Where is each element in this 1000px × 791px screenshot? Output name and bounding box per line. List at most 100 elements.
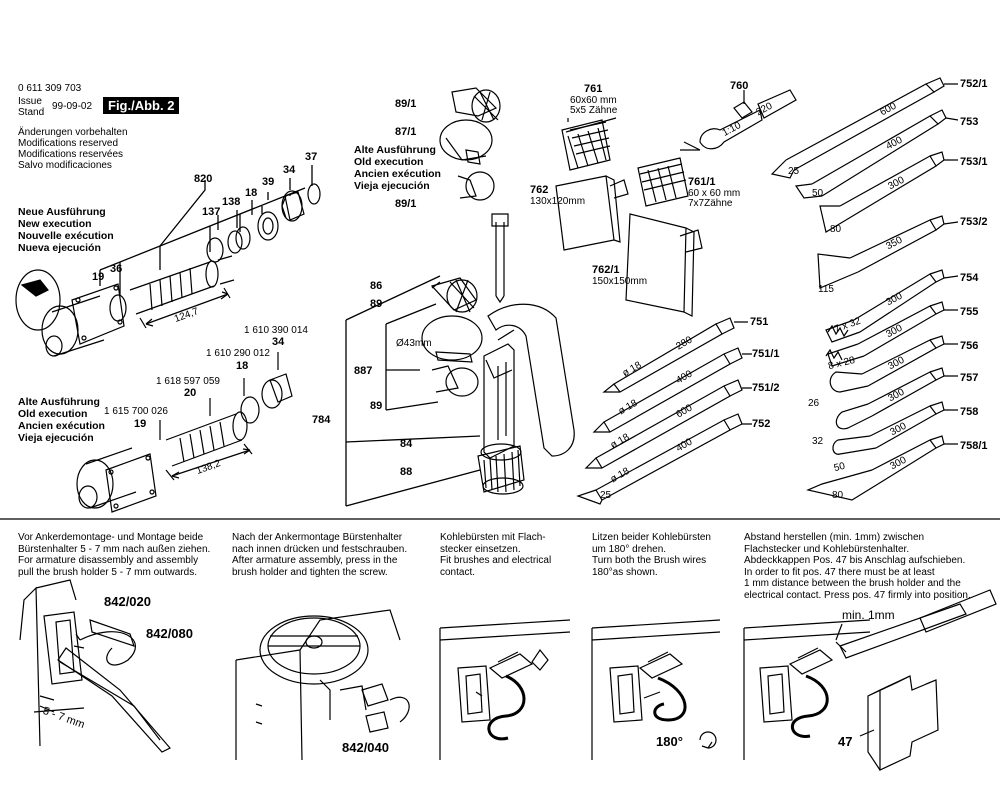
instruction-line: Nach der Ankermontage Bürstenhalter (232, 532, 403, 543)
instruction-line: In order to fit pos. 47 there must be at… (744, 566, 935, 578)
issue-label: Issue (18, 96, 42, 107)
figure-label: Fig./Abb. 2 (103, 97, 180, 114)
part-number-1-618-597-059: 1 618 597 059 (156, 376, 220, 387)
dimension-752-width: 25 (600, 490, 612, 501)
leader-lines-new (99, 165, 313, 296)
label-18-old: 18 (236, 360, 249, 372)
dimension-753-1-width: 80 (830, 224, 842, 235)
label-min-1mm: min. 1mm (842, 608, 895, 622)
instruction-line: Fit brushes and electrical (440, 555, 552, 566)
instruction-line: 180°as shown. (592, 566, 658, 578)
old-execution-line: Vieja ejecución (354, 180, 430, 192)
label-34-old: 34 (272, 336, 285, 348)
label-84: 84 (400, 438, 413, 450)
ramming-tools (555, 89, 797, 317)
label-751: 751 (750, 316, 769, 328)
label-89-upper: 89 (370, 298, 383, 310)
old-execution-line: Ancien exécution (18, 420, 105, 432)
label-761-1: 761/1 (688, 176, 716, 188)
dimension-43mm: Ø43mm (396, 338, 432, 349)
label-36: 36 (110, 263, 123, 275)
instruction-line: contact. (440, 566, 476, 578)
leader-bracket-784 (345, 275, 481, 507)
label-757: 757 (960, 372, 979, 384)
dimension-761-1-teeth: 7x7Zähne (688, 198, 733, 209)
label-34-new: 34 (283, 164, 296, 176)
label-756: 756 (960, 340, 979, 352)
instruction-line: Litzen beider Kohlebürsten (592, 532, 711, 543)
instruction-line: Turn both the Brush wires (592, 555, 707, 566)
modification-line: Änderungen vorbehalten (18, 127, 128, 138)
modification-line: Modifications reserved (18, 138, 119, 149)
old-execution-line: Alte Ausführung (18, 396, 100, 408)
new-execution-block: Neue Ausführung New execution Nouvelle e… (18, 206, 114, 254)
label-47: 47 (838, 734, 853, 749)
label-752: 752 (752, 418, 771, 430)
part-number-1-610-290-012: 1 610 290 012 (206, 348, 270, 359)
instruction-line: nach innen drücken und festschrauben. (232, 543, 408, 555)
instruction-line: pull the brush holder 5 - 7 mm outwards. (18, 566, 197, 578)
label-39: 39 (262, 176, 275, 188)
instruction-step-4: Litzen beider Kohlebürsten um 180° drehe… (592, 532, 742, 578)
part-number-1-610-390-014: 1 610 390 014 (244, 325, 308, 336)
new-execution-line: New execution (18, 218, 92, 230)
old-execution-block-left: Alte Ausführung Old execution Ancien exé… (18, 396, 105, 444)
label-760: 760 (730, 80, 749, 92)
label-753-2: 753/2 (960, 216, 988, 228)
instruction-line: For armature disassembly and assembly (18, 555, 199, 566)
dimension-756-width: 26 (808, 398, 820, 409)
modifications-notice: Änderungen vorbehalten Modifications res… (18, 127, 128, 171)
new-execution-line: Neue Ausführung (18, 206, 106, 218)
dimension-761-1-size: 60 x 60 mm (688, 188, 741, 199)
instruction-step-1: Vor Ankerdemontage- und Montage beide Bü… (18, 532, 228, 578)
dimension-761-teeth: 5x5 Zähne (570, 105, 618, 116)
label-89-1-top: 89/1 (395, 98, 417, 110)
label-751-1: 751/1 (752, 348, 780, 360)
dimension-758-1-width: 80 (832, 490, 844, 501)
label-842-080: 842/080 (146, 626, 193, 641)
dimension-762-1: 150x150mm (592, 276, 648, 287)
instruction-line: brush holder and tighten the screw. (232, 566, 388, 578)
old-execution-block-mid: Alte Ausführung Old execution Ancien exé… (354, 144, 441, 192)
part-number: 0 611 309 703 (18, 83, 82, 94)
instruction-step-3: Kohlebürsten mit Flach- stecker einsetze… (440, 532, 590, 578)
armature-assembly-old (76, 352, 293, 513)
old-execution-line: Old execution (354, 156, 424, 168)
label-89-lower: 89 (370, 400, 383, 412)
label-180-degrees: 180° (656, 734, 683, 749)
label-752-1: 752/1 (960, 78, 988, 90)
instruction-line: Abstand herstellen (min. 1mm) zwischen (744, 532, 925, 543)
label-89-1-bottom: 89/1 (395, 198, 417, 210)
part-number-1-615-700-026: 1 615 700 026 (104, 406, 168, 417)
label-20: 20 (184, 387, 197, 399)
dimension-753-width: 50 (812, 188, 824, 199)
label-762-1: 762/1 (592, 264, 620, 276)
new-execution-line: Nouvelle exécution (18, 230, 114, 242)
instruction-line: Abdeckkappen Pos. 47 bis Anschlag aufsch… (744, 555, 966, 566)
label-137: 137 (202, 206, 221, 218)
dimension-757-width: 32 (812, 436, 824, 447)
new-execution-line: Nueva ejecución (18, 242, 101, 254)
instruction-line: Kohlebürsten mit Flach- (440, 532, 546, 543)
old-execution-line: Vieja ejecución (18, 432, 94, 444)
instruction-line: electrical contact. Press pos. 47 firmly… (744, 589, 971, 601)
instruction-line: 1 mm distance between the brush holder a… (744, 578, 961, 589)
instruction-line: Flachstecker und Kohlebürstenhalter. (744, 543, 910, 555)
label-138: 138 (222, 196, 241, 208)
side-handle-assembly (421, 87, 575, 495)
old-execution-line: Old execution (18, 408, 88, 420)
instruction-step-5: Abstand herstellen (min. 1mm) zwischen F… (744, 532, 998, 601)
chisel-set (576, 77, 959, 505)
instruction-line: Bürstenhalter 5 - 7 mm nach außen ziehen… (18, 543, 211, 555)
old-execution-line: Alte Ausführung (354, 144, 436, 156)
label-753-1: 753/1 (960, 156, 988, 168)
modification-line: Modifications reservées (18, 149, 124, 160)
label-754: 754 (960, 272, 979, 284)
label-88: 88 (400, 466, 413, 478)
label-19-old: 19 (134, 418, 147, 430)
label-761: 761 (584, 83, 603, 95)
label-753: 753 (960, 116, 979, 128)
label-758-1: 758/1 (960, 440, 988, 452)
dimension-752-1-width: 25 (788, 166, 800, 177)
